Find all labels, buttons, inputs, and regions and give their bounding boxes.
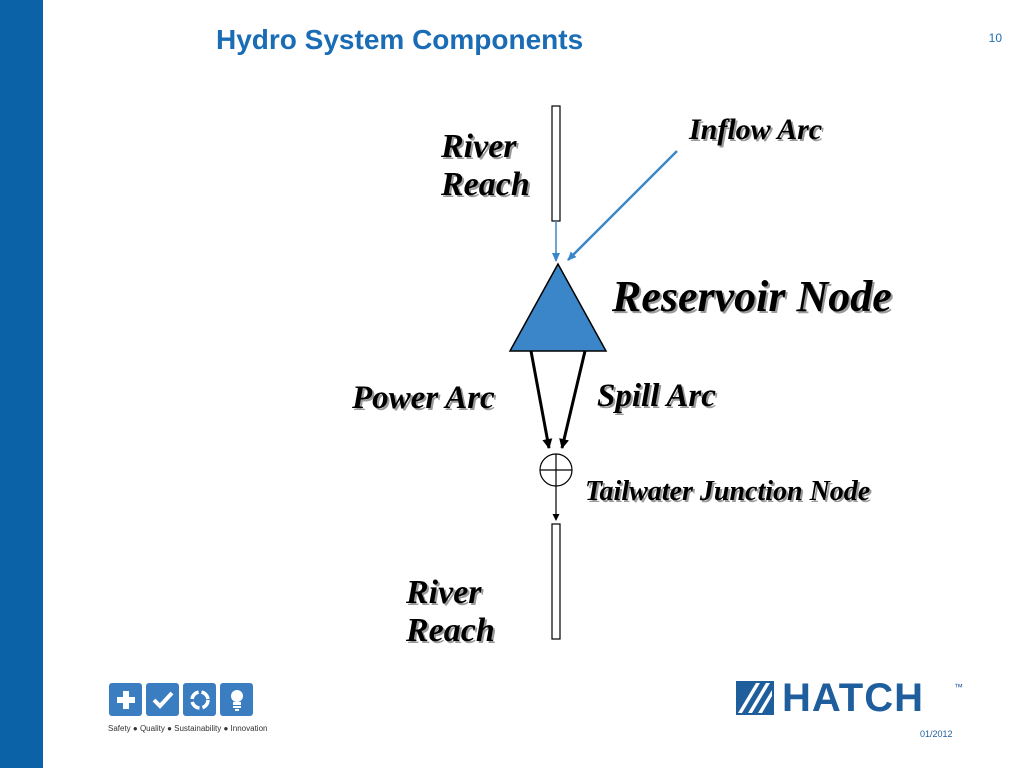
reservoir-node-label: Reservoir Node [612,272,892,321]
footer-date: 01/2012 [920,729,953,739]
check-icon [146,683,179,716]
reservoir-node-triangle [508,262,608,352]
inflow-arc-arrow [567,150,678,261]
logo-text: HATCH [782,676,925,720]
power-arc-label: Power Arc [352,380,495,416]
trademark-symbol: ™ [954,682,963,692]
left-sidebar-bar [0,0,43,768]
spill-arc-label: Spill Arc [597,378,716,414]
river-reach-top-bar [551,105,561,222]
page-number: 10 [988,31,1002,45]
lightbulb-icon [220,683,253,716]
hatch-logo: HATCH [736,678,924,718]
tailwater-junction-node-label: Tailwater Junction Node [585,476,871,507]
footer-values-icons [109,683,253,716]
river-reach-top-line2: Reach [441,166,530,204]
river-reach-top-line1: River [441,128,517,165]
tailwater-junction-node-icon [539,453,573,487]
river-reach-bottom-label: River Reach [406,574,495,650]
power-arc-arrow [529,350,553,449]
river-reach-bottom-bar [551,523,561,640]
footer-tagline: Safety ● Quality ● Sustainability ● Inno… [108,724,268,733]
slide-title: Hydro System Components [216,24,584,55]
spill-arc-arrow [559,350,587,449]
river-reach-bottom-line1: River [406,574,482,611]
plus-icon [109,683,142,716]
hatch-logo-mark-icon [736,681,774,715]
river-reach-top-label: River Reach [441,128,530,204]
recycle-icon [183,683,216,716]
inflow-arc-label: Inflow Arc [689,113,823,146]
river-reach-bottom-line2: Reach [406,612,495,650]
